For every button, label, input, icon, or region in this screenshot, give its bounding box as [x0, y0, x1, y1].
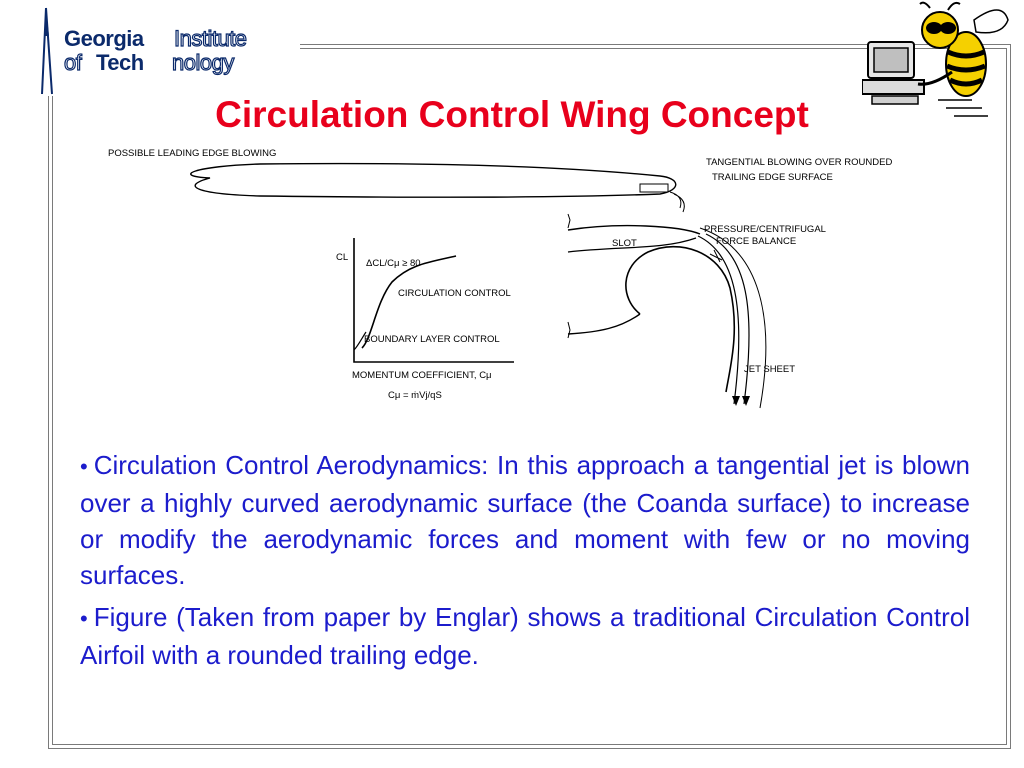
- jet-sheet-arrow-2: [742, 396, 750, 406]
- graph-axes: [353, 238, 514, 363]
- slot-label: SLOT: [612, 238, 637, 249]
- pressure-label-2: FORCE BALANCE: [716, 236, 796, 247]
- tangential-label-2: TRAILING EDGE SURFACE: [712, 172, 833, 183]
- graph-x-axis-label: MOMENTUM COEFFICIENT, Cμ: [352, 370, 492, 381]
- graph-y-axis-label: CL: [336, 252, 348, 263]
- bullet-dot-icon: •: [80, 606, 88, 631]
- frame-top-rule: [300, 44, 1010, 45]
- force-balance-arrow: [709, 249, 723, 263]
- frame-bottom-rule-inner: [52, 744, 1007, 745]
- bullet-list: •Circulation Control Aerodynamics: In th…: [80, 447, 970, 679]
- blc-curve: [353, 331, 367, 351]
- frame-right-rule: [1010, 44, 1011, 748]
- logo-nology: nology: [171, 49, 235, 75]
- bullet-dot-icon: •: [80, 454, 88, 479]
- graph-cc-label: CIRCULATION CONTROL: [398, 288, 511, 299]
- trailing-edge-inner-surface: [567, 237, 697, 253]
- airfoil-top: [190, 162, 677, 199]
- trailing-edge-break-marks: [567, 213, 571, 339]
- jet-sheet-label: JET SHEET: [744, 364, 795, 375]
- logo-georgia: Georgia: [64, 26, 144, 51]
- cc-curve: [361, 255, 457, 349]
- logo-institute: Institute: [173, 25, 247, 51]
- frame-left-rule: [48, 96, 49, 749]
- jet-sheet-arrow-1: [732, 396, 740, 406]
- circulation-control-figure: POSSIBLE LEADING EDGE BLOWING TANGENTIAL…: [108, 148, 892, 409]
- trailing-edge-upper-surface: [567, 224, 701, 235]
- graph-blc-label: BOUNDARY LAYER CONTROL: [364, 334, 500, 345]
- logo-of: of: [63, 49, 82, 75]
- frame-top-rule-inner: [300, 48, 1006, 49]
- airfoil-slot: [639, 183, 669, 193]
- bullet-item: •Circulation Control Aerodynamics: In th…: [80, 447, 970, 593]
- airfoil-trailing-jet: [669, 191, 685, 213]
- tangential-label-1: TANGENTIAL BLOWING OVER ROUNDED: [706, 157, 892, 168]
- frame-right-rule-inner: [1006, 48, 1007, 744]
- trailing-edge-lower-surface: [567, 313, 641, 335]
- graph-ratio-label: ΔCL/Cμ ≥ 80: [366, 258, 421, 269]
- yellow-jacket-at-computer-icon: [862, 1, 1009, 117]
- leading-edge-label: POSSIBLE LEADING EDGE BLOWING: [108, 148, 276, 159]
- pressure-label-1: PRESSURE/CENTRIFUGAL: [704, 224, 826, 235]
- slide-title: Circulation Control Wing Concept: [215, 94, 809, 135]
- trailing-edge-coanda-surface: [625, 245, 736, 393]
- bullet-item: •Figure (Taken from paper by Englar) sho…: [80, 599, 970, 673]
- jet-sheet-line-2: [705, 233, 750, 405]
- logo-tech: Tech: [96, 50, 144, 75]
- bullet-text-2: Figure (Taken from paper by Englar) show…: [80, 602, 970, 670]
- georgia-tech-logo: [40, 6, 300, 96]
- frame-left-rule-inner: [52, 96, 53, 745]
- jet-sheet-line-1: [697, 235, 740, 405]
- logo-spire-icon: [41, 7, 53, 95]
- outer-flow-line: [699, 227, 767, 409]
- bullet-text-1: Circulation Control Aerodynamics: In thi…: [80, 450, 970, 590]
- frame-bottom-rule: [48, 748, 1011, 749]
- graph-formula: Cμ = ṁVj/qS: [388, 390, 442, 401]
